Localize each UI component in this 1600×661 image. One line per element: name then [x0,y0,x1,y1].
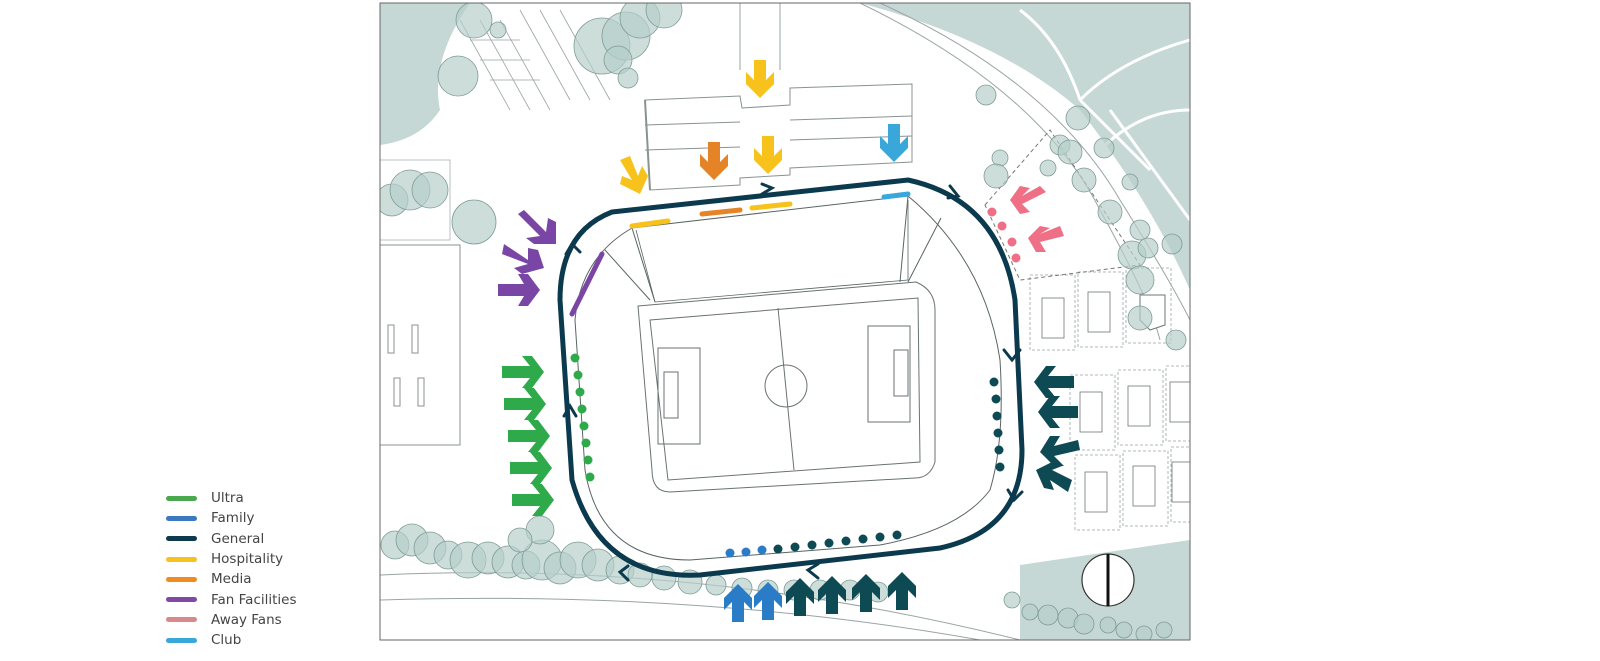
football-pitch [637,281,936,493]
legend-label: Ultra [211,490,244,507]
training-pitch [380,244,461,446]
legend-item-media: Media [166,569,336,589]
family-south-entry-arrows [724,582,782,622]
ultra-entry-arrows [502,356,554,516]
general-turnstiles-south [773,530,902,554]
family-turnstiles [725,545,767,558]
legend-swatch-club [166,637,197,643]
legend-item-club: Club [166,630,336,650]
general-turnstiles-east [989,377,1005,472]
legend: Ultra Family General Hospitality Media F… [166,488,336,650]
legend-item-general: General [166,529,336,549]
entrance-segments [569,191,911,317]
fan-facilities-entry-arrows [498,210,556,306]
circulation-route [557,177,1025,578]
legend-label: Media [211,571,252,588]
stadium-outer-shell [574,195,1002,561]
club-entry-arrow [880,124,908,162]
legend-swatch-family [166,515,197,521]
legend-swatch-ultra [166,495,197,501]
legend-swatch-media [166,576,197,582]
legend-swatch-hospitality [166,556,197,562]
legend-item-fan-facilities: Fan Facilities [166,589,336,609]
site-frame [379,2,1191,641]
general-east-entry-arrows [1034,366,1080,492]
media-entry-arrow [700,142,728,180]
legend-label: Away Fans [211,611,282,628]
legend-item-hospitality: Hospitality [166,549,336,569]
legend-label: Club [211,632,242,649]
hospitality-entry-arrows [620,60,782,194]
legend-label: Fan Facilities [211,591,297,608]
circulation-direction-markers [562,182,1024,582]
legend-swatch-fan-facilities [166,597,197,603]
legend-swatch-away-fans [166,617,197,623]
legend-label: General [211,530,265,547]
legend-label: Family [211,510,255,527]
general-south-entry-arrows [786,572,916,616]
legend-item-family: Family [166,508,336,528]
legend-swatch-general [166,536,197,542]
north-arrow-icon [1081,553,1135,607]
green-area-top-right [860,3,1190,290]
legend-item-ultra: Ultra [166,488,336,508]
away-turnstiles [987,207,1021,263]
ultra-turnstiles [570,353,595,482]
legend-label: Hospitality [211,551,284,568]
green-area-top-left [380,3,470,145]
away-fans-entry-arrows [1010,186,1064,252]
legend-item-away-fans: Away Fans [166,610,336,630]
